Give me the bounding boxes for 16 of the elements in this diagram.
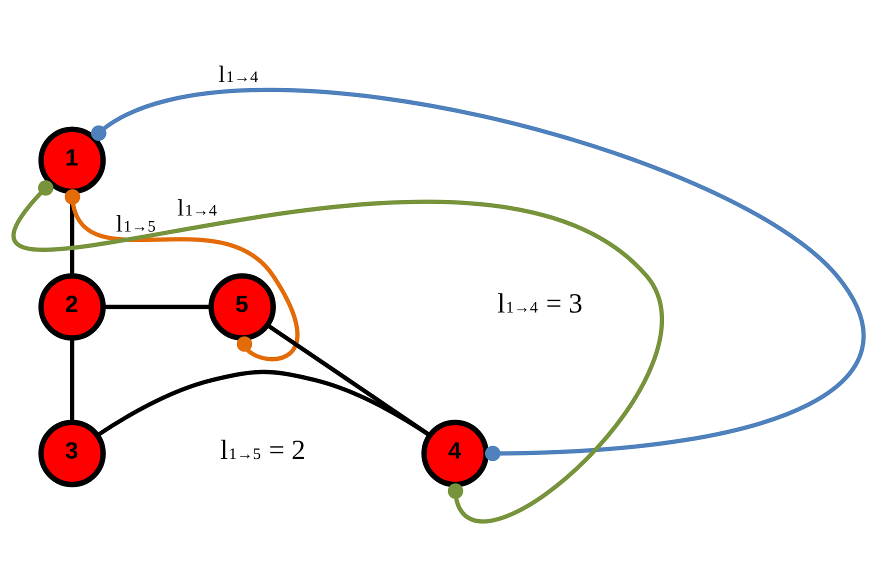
connector [103,304,211,309]
node-circle: 1 [38,126,106,194]
node-circle: 3 [38,419,106,487]
label: l1→4 = 3 [497,288,583,320]
node-circle: 4 [421,419,489,487]
node-circle: 5 [208,272,276,340]
edge-label: l1→4 [218,62,258,88]
connector [64,188,300,361]
connector [14,180,664,522]
edge-label: l1→5 [116,211,156,238]
node-circle: 2 [38,272,106,340]
edge-label: l1→4 [177,195,217,222]
label: l1→5 = 2 [220,434,306,466]
connector [96,369,432,437]
connector [70,338,74,422]
connector [91,88,865,461]
